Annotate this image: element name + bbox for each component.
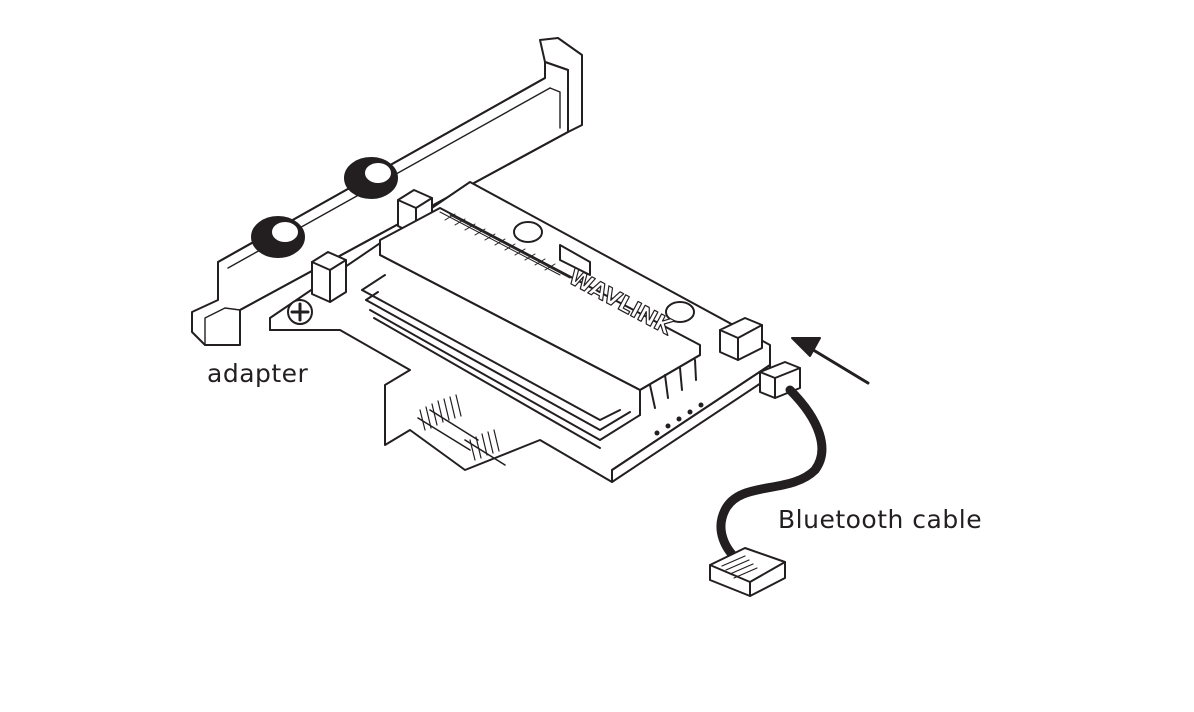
heatsink: [361, 207, 701, 449]
antenna-connectors: [251, 157, 398, 258]
adapter-label: adapter: [207, 359, 309, 388]
sma-nuts: [311, 189, 433, 303]
bluetooth-header: [719, 317, 763, 361]
bluetooth-cable: [709, 361, 827, 597]
board-components: [513, 221, 695, 323]
insert-direction-arrow: [791, 337, 870, 385]
bluetooth-cable-label: Bluetooth cable: [778, 505, 983, 534]
